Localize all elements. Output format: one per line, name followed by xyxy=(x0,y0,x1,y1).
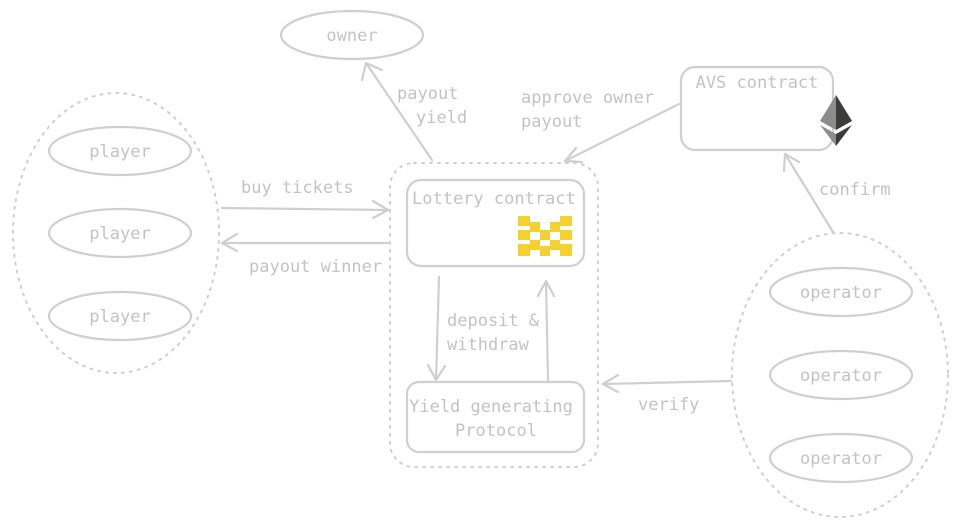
buy-tickets-arrow xyxy=(220,199,390,220)
deposit-withdraw-label-line2: withdraw xyxy=(447,335,530,355)
yellow-m-logo-icon xyxy=(518,216,572,256)
payout-yield-arrow xyxy=(360,61,434,162)
player-node: player xyxy=(47,290,193,342)
player-node: player xyxy=(47,125,193,177)
lottery-contract-label: Lottery contract xyxy=(412,189,576,209)
player-node: player xyxy=(47,207,193,259)
lottery-contract-node: Lottery contract xyxy=(405,178,586,268)
owner-node: owner xyxy=(279,9,425,61)
operator-node: operator xyxy=(768,266,914,318)
deposit-withdraw-label-line1: deposit & xyxy=(447,311,540,331)
approve-payout-label-line2: payout xyxy=(521,112,582,132)
owner-label: owner xyxy=(326,26,377,46)
lottery-group: Lottery contract Yield generating Protoc… xyxy=(389,162,599,468)
payout-winner-label: payout winner xyxy=(249,257,382,277)
operator-node: operator xyxy=(768,349,914,401)
verify-arrow xyxy=(601,373,733,394)
confirm-arrow xyxy=(782,152,835,234)
player-label: player xyxy=(89,307,150,327)
yield-protocol-node: Yield generating Protocol xyxy=(405,380,586,454)
lottery-group-outline xyxy=(389,162,599,468)
approve-payout-label-line1: approve owner xyxy=(521,88,654,108)
yield-protocol-label-line2: Protocol xyxy=(455,421,537,441)
players-group: player player player xyxy=(12,92,220,374)
operator-label: operator xyxy=(800,366,882,386)
confirm-label: confirm xyxy=(819,180,891,200)
player-label: player xyxy=(89,224,150,244)
yield-protocol-label-line1: Yield generating xyxy=(409,397,573,417)
operator-node: operator xyxy=(768,432,914,484)
operator-label: operator xyxy=(800,449,882,469)
avs-contract-label: AVS contract xyxy=(696,73,819,93)
payout-yield-label-line2: yield xyxy=(416,108,467,128)
deposit-arrow xyxy=(426,275,447,382)
operators-group-outline xyxy=(731,232,949,518)
withdraw-arrow xyxy=(536,279,556,382)
avs-contract-node: AVS contract xyxy=(679,65,852,152)
buy-tickets-label: buy tickets xyxy=(241,178,354,198)
operators-group: operator operator operator xyxy=(731,232,949,518)
approve-payout-arrow xyxy=(563,102,681,164)
operator-label: operator xyxy=(800,283,882,303)
players-group-outline xyxy=(12,92,220,374)
payout-yield-label-line1: payout xyxy=(397,84,458,104)
player-label: player xyxy=(89,142,150,162)
payout-winner-arrow xyxy=(220,232,390,253)
verify-label: verify xyxy=(638,395,699,415)
ethereum-icon xyxy=(820,95,852,146)
